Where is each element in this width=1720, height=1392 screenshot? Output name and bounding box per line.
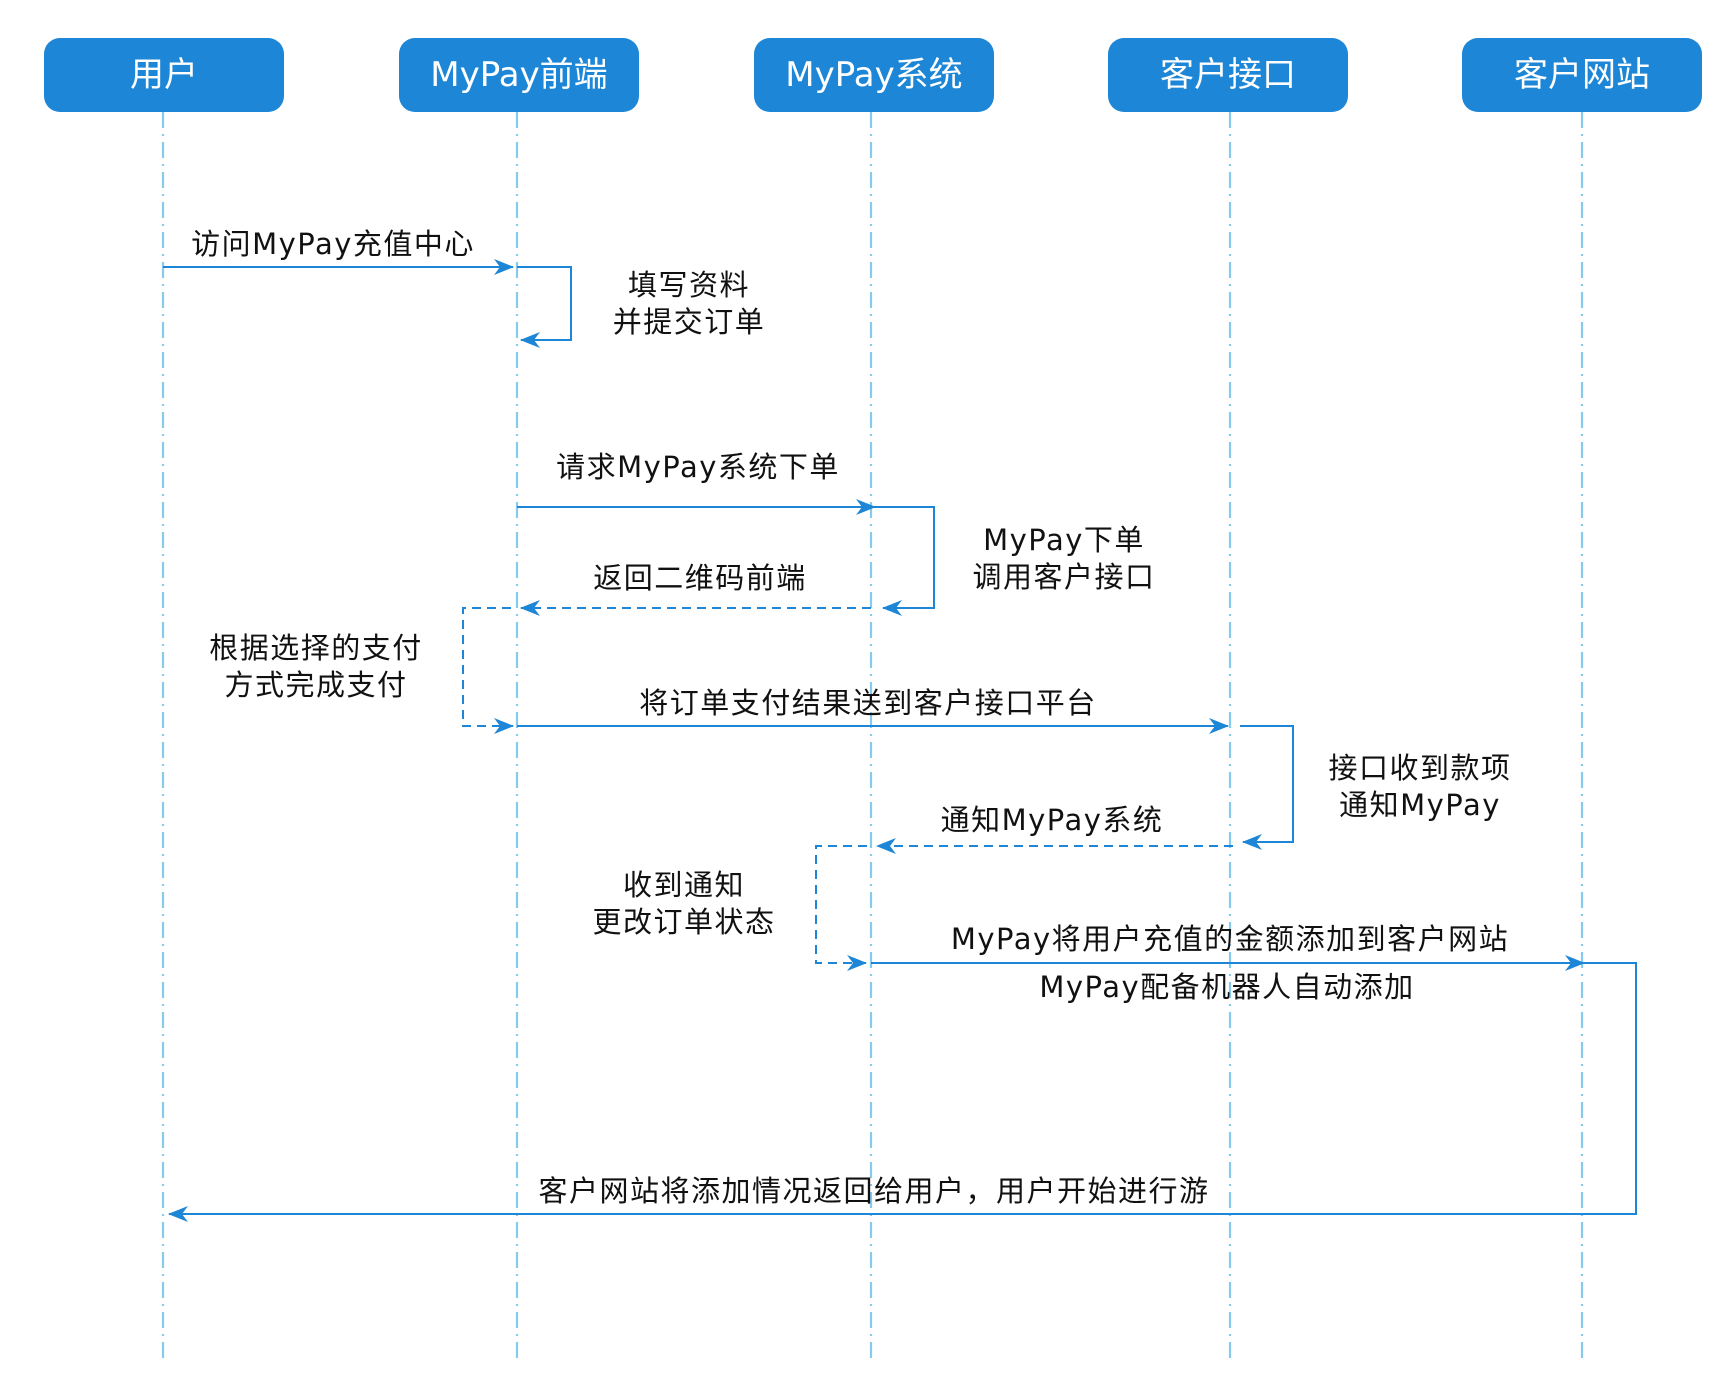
message-label: 通知MyPay [1339,788,1501,822]
message-arrow [1240,725,1294,850]
message-label: 请求MyPay系统下单 [556,450,840,484]
actor-label: 客户网站 [1514,55,1650,95]
message-complete-payment: 根据选择的支付 方式完成支付 [209,607,514,734]
message-api-received-payment: 接口收到款项 通知MyPay [1240,725,1511,850]
message-send-payment-result: 将订单支付结果送到客户接口平台 [517,686,1229,734]
message-update-order-status: 收到通知 更改订单状态 [592,845,867,971]
message-label: 通知MyPay系统 [941,803,1164,837]
message-visit-recharge-center: 访问MyPay充值中心 [163,227,514,275]
actor-label: 用户 [130,55,198,95]
actor-box [399,38,639,112]
message-label: 并提交订单 [613,305,766,339]
message-label: 将订单支付结果送到客户接口平台 [639,686,1097,720]
message-arrow [517,266,572,348]
message-fill-and-submit-order: 填写资料 并提交订单 [517,266,766,348]
actor-label: MyPay系统 [785,55,962,95]
message-label: 客户网站将添加情况返回给用户，用户开始进行游 [538,1174,1209,1208]
actor-mypay-system: MyPay系统 [754,38,994,112]
message-label: 方式完成支付 [224,668,407,702]
message-return-qr-code: 返回二维码前端 [520,561,871,616]
message-arrow [871,506,935,616]
message-label: 返回二维码前端 [593,561,807,595]
message-label: 收到通知 [623,868,745,902]
message-request-system-order: 请求MyPay系统下单 [517,450,876,515]
actor-box [44,38,284,112]
message-label: 访问MyPay充值中心 [191,227,475,261]
actor-box [1462,38,1702,112]
actor-box [754,38,994,112]
message-arrow [168,962,1637,1222]
message-arrow [815,845,867,971]
message-add-amount-to-site: MyPay将用户充值的金额添加到客户网站 MyPay配备机器人自动添加 [871,922,1585,1004]
actor-client-site: 客户网站 [1462,38,1702,112]
message-label: MyPay下单 [983,523,1145,557]
message-place-order-call-api: MyPay下单 调用客户接口 [871,506,1155,616]
message-return-result-to-user: 客户网站将添加情况返回给用户，用户开始进行游 [168,962,1637,1222]
message-label: MyPay将用户充值的金额添加到客户网站 [951,922,1509,956]
actor-user: 用户 [44,38,284,112]
message-label: 调用客户接口 [972,560,1155,594]
message-label: MyPay配备机器人自动添加 [1039,970,1414,1004]
message-label: 根据选择的支付 [209,631,423,665]
actor-label: 客户接口 [1160,55,1296,95]
actor-label: MyPay前端 [430,55,607,95]
message-label: 更改订单状态 [592,905,775,939]
message-notify-system: 通知MyPay系统 [876,803,1233,854]
actor-box [1108,38,1348,112]
actor-client-api: 客户接口 [1108,38,1348,112]
actor-mypay-frontend: MyPay前端 [399,38,639,112]
message-arrow [462,607,514,734]
message-label: 填写资料 [628,268,750,302]
message-label: 接口收到款项 [1328,751,1511,785]
